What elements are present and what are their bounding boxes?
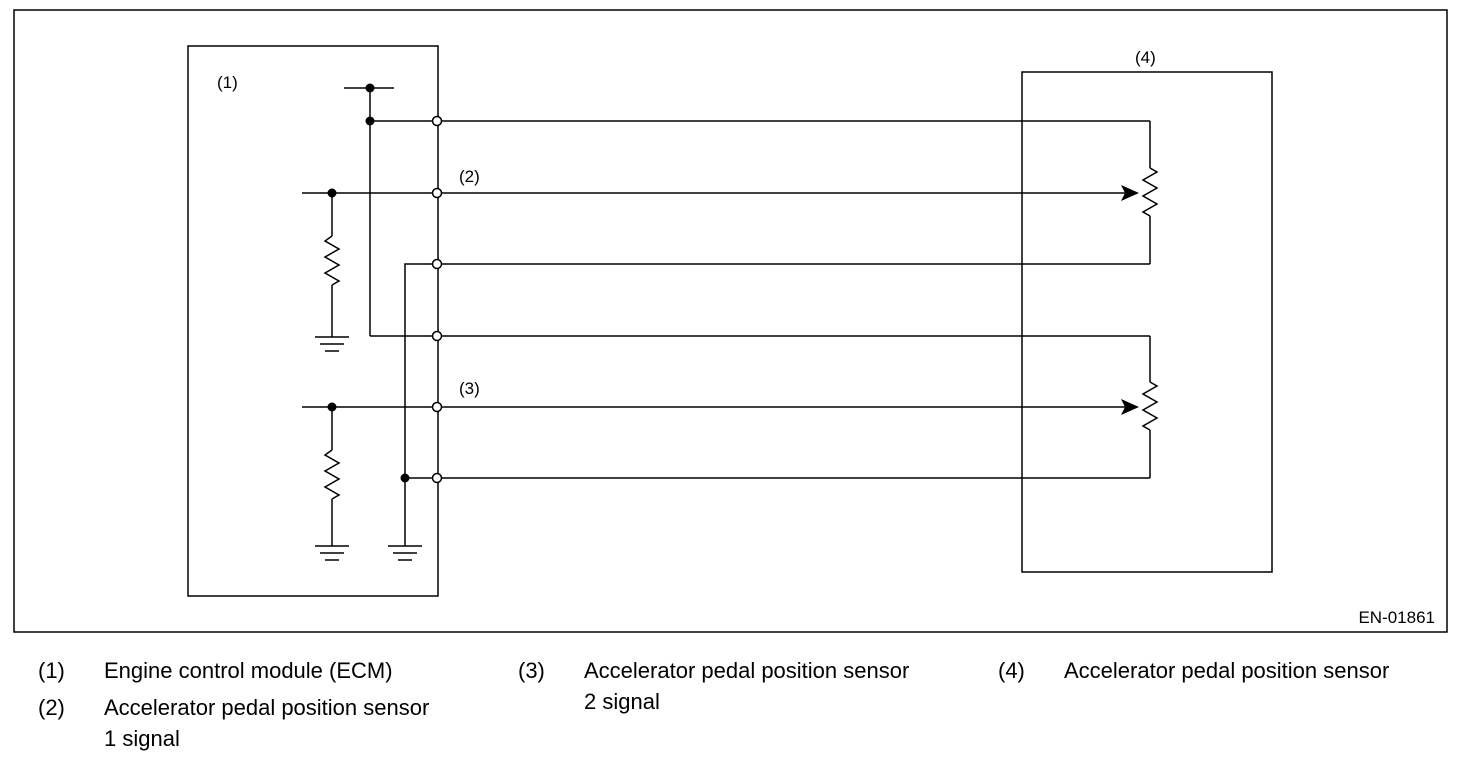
ground-return-1 [404, 263, 1150, 546]
signal1-label: (2) [459, 167, 480, 186]
diagram-frame [13, 9, 1448, 633]
pot2-resistor [1141, 381, 1159, 431]
ecm-terminal [431, 472, 443, 484]
legend-text: Accelerator pedal position sensor [1064, 658, 1390, 683]
legend-number: (1) [38, 658, 65, 683]
legend-text: Accelerator pedal position sensor [104, 695, 430, 720]
junction-dot [327, 188, 337, 198]
junction-dot [365, 83, 375, 93]
signal2-label: (3) [459, 379, 480, 398]
ecm-terminal [431, 258, 443, 270]
ecm-terminal [431, 187, 443, 199]
ecm-box [187, 45, 439, 597]
ecm-terminal [431, 330, 443, 342]
junction-dot [400, 473, 410, 483]
junction-dot [365, 116, 375, 126]
signal1-resistor [323, 235, 341, 286]
pot1-wiper-arrow [1121, 185, 1139, 201]
legend-number: (4) [998, 658, 1025, 683]
ecm-label: (1) [217, 73, 238, 92]
sensor-box [1021, 71, 1273, 573]
signal2-resistor [323, 449, 341, 500]
figure-code: EN-01861 [1358, 608, 1435, 627]
legend-text: Accelerator pedal position sensor [584, 658, 910, 683]
sensor-label: (4) [1135, 48, 1156, 67]
wiring-diagram: (1) (4) (2) (3) EN-01861 [13, 9, 1448, 633]
legend: (1) Engine control module (ECM) (2) Acce… [0, 655, 1472, 755]
pot2-wiper-arrow [1121, 399, 1139, 415]
junction-dot [327, 402, 337, 412]
pot1-resistor [1141, 167, 1159, 217]
legend-text: Engine control module (ECM) [104, 658, 393, 683]
legend-text-line2: 1 signal [104, 726, 180, 751]
legend-number: (2) [38, 695, 65, 720]
legend-text-line2: 2 signal [584, 689, 660, 714]
ecm-terminal [431, 401, 443, 413]
ecm-terminal [431, 115, 443, 127]
legend-number: (3) [518, 658, 545, 683]
